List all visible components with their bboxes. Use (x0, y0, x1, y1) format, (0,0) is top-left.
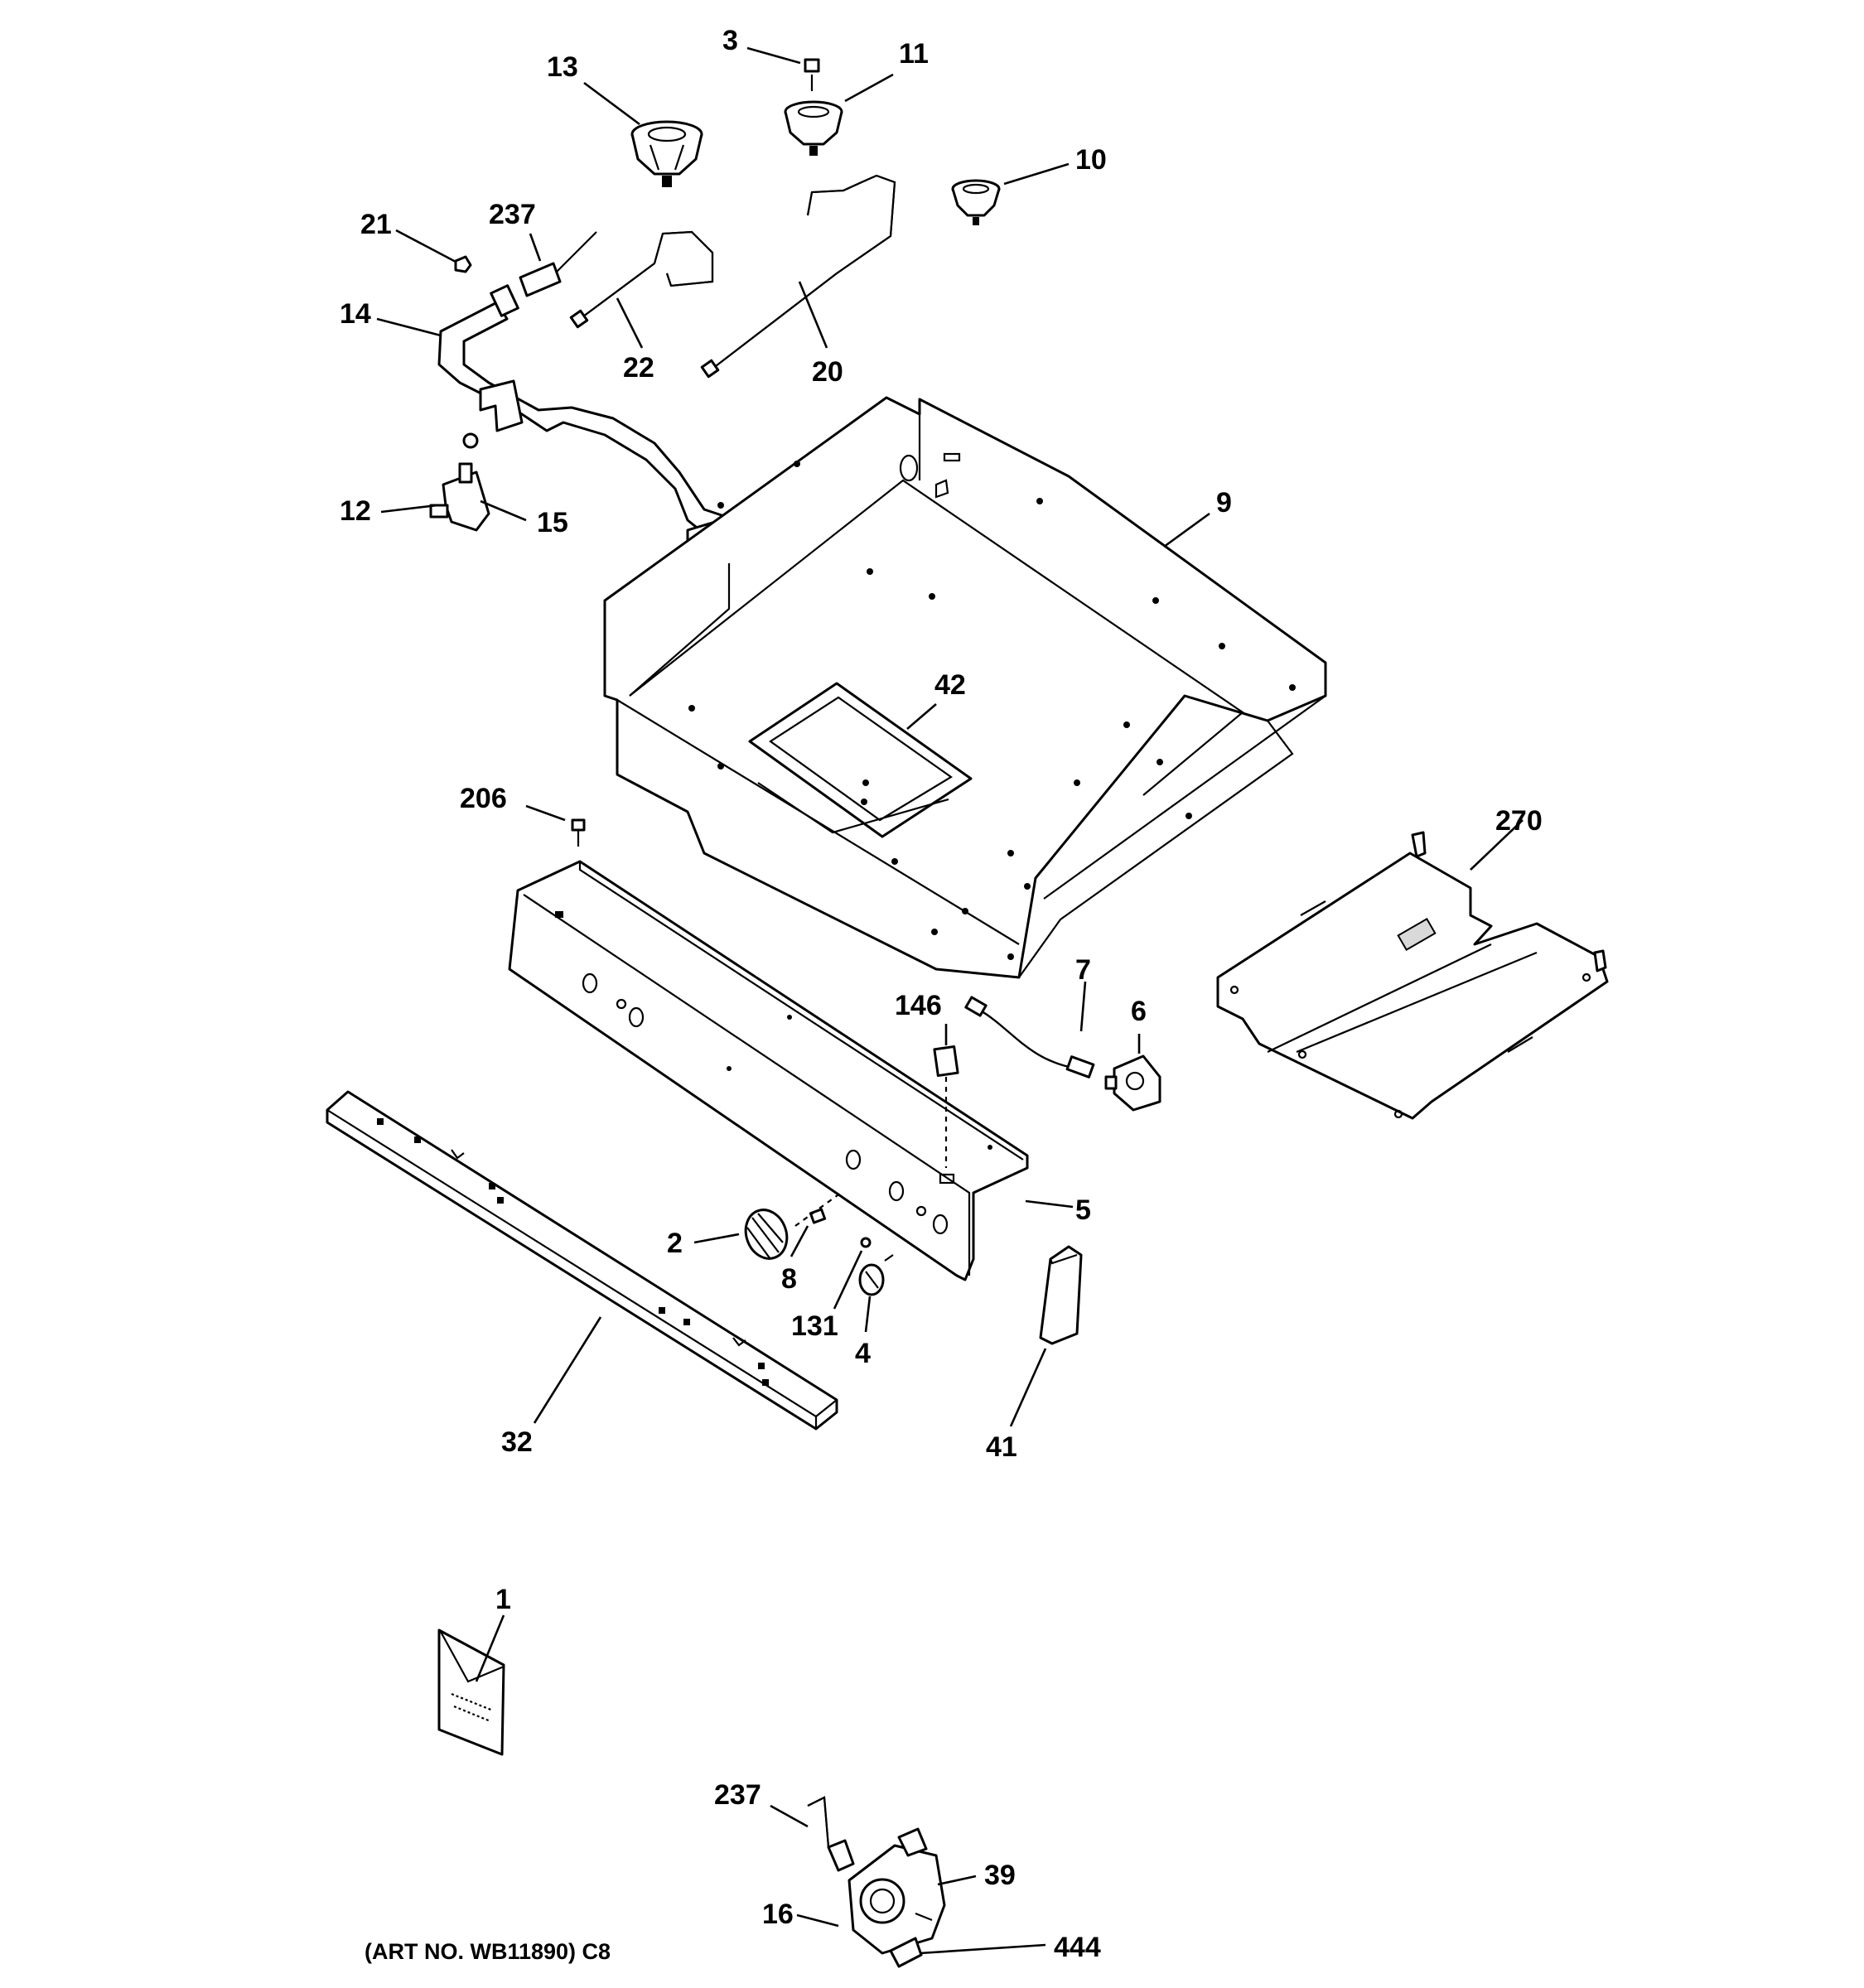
fitting-21 (454, 255, 472, 273)
callout-20: 20 (812, 356, 843, 388)
knob-4 (858, 1254, 894, 1296)
gas-tube-22 (569, 230, 714, 329)
callout-2: 2 (667, 1228, 683, 1259)
art-number: (ART NO. WB11890) C8 (365, 1939, 611, 1964)
callout-41: 41 (986, 1431, 1017, 1463)
callout-22: 22 (623, 352, 654, 384)
callout-39: 39 (984, 1860, 1016, 1891)
callout-13: 13 (547, 51, 578, 83)
cutout-42 (748, 682, 973, 838)
callout-4: 4 (855, 1338, 871, 1369)
callout-146: 146 (895, 990, 942, 1021)
callout-9: 9 (1216, 487, 1232, 519)
callout-8: 8 (781, 1263, 797, 1295)
burner-box-9 (603, 396, 1327, 979)
trim-strip-32 (326, 1090, 838, 1431)
callout-444: 444 (1054, 1932, 1101, 1963)
callout-206: 206 (460, 783, 507, 814)
heat-shield-270 (1216, 831, 1609, 1120)
callout-3: 3 (722, 25, 738, 56)
mounting-holes (688, 461, 1296, 960)
leader-lines (376, 46, 1524, 1955)
gas-tube-20 (700, 174, 896, 379)
callout-1: 1 (495, 1584, 511, 1615)
callout-237-top: 237 (489, 199, 536, 230)
callout-10: 10 (1075, 144, 1107, 176)
knob-2 (744, 1209, 789, 1260)
callout-21: 21 (360, 209, 392, 240)
callout-12: 12 (340, 495, 371, 527)
regulator-assembly-16-39 (807, 1796, 946, 1955)
callout-16: 16 (762, 1899, 794, 1930)
callout-131: 131 (791, 1310, 838, 1342)
callout-42: 42 (934, 669, 966, 701)
burner-head-11 (784, 100, 843, 156)
callout-237-bottom: 237 (714, 1779, 761, 1811)
callout-6: 6 (1131, 996, 1147, 1027)
wire-harness-7 (964, 996, 1095, 1078)
fitting-237-top (519, 231, 597, 297)
callout-7: 7 (1075, 954, 1091, 986)
callout-5: 5 (1075, 1194, 1091, 1226)
clip-146 (933, 1045, 959, 1168)
callout-14: 14 (340, 298, 371, 330)
end-cap-41 (1039, 1245, 1083, 1345)
callout-270: 270 (1495, 805, 1543, 837)
orifice-3 (804, 58, 820, 91)
callout-11: 11 (899, 38, 929, 70)
screw-8 (794, 1192, 842, 1227)
callout-labels: 13 3 11 10 21 237 14 22 20 12 15 9 42 20… (340, 25, 1543, 1963)
callout-32: 32 (501, 1426, 533, 1458)
spring-131 (860, 1237, 872, 1248)
literature-packet-1 (437, 1629, 505, 1756)
burner-head-10 (951, 179, 1001, 225)
callout-15: 15 (537, 507, 568, 538)
fitting-444 (889, 1937, 923, 1968)
screw-206 (571, 818, 586, 847)
switch-6 (1104, 1054, 1161, 1112)
control-panel-5 (508, 860, 1029, 1281)
valve-assembly-12-15 (429, 432, 490, 532)
burner-head-13 (630, 120, 703, 187)
